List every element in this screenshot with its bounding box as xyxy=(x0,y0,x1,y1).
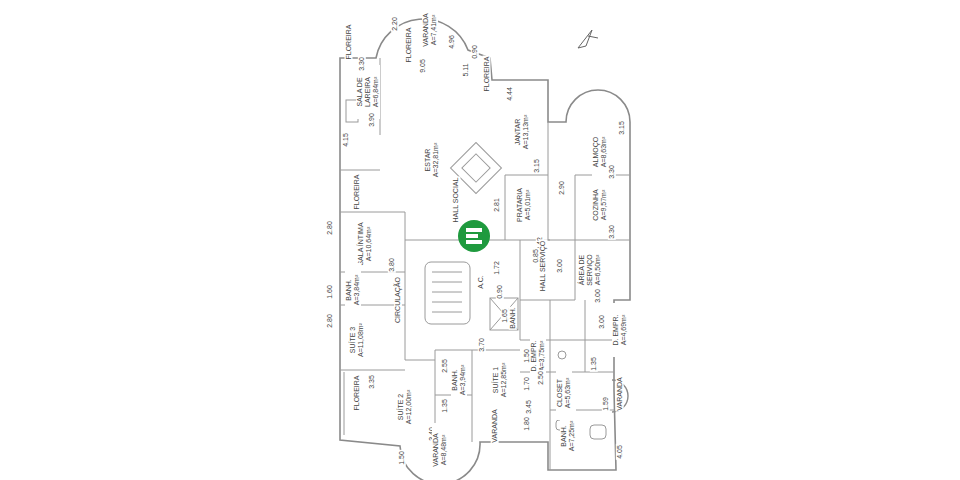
plan-label: 3.00 xyxy=(594,288,602,304)
inner-walls xyxy=(340,58,630,470)
plan-label: 3.35 xyxy=(368,374,376,390)
plan-label: BANH. A=3,94m² xyxy=(451,353,467,407)
plan-label: 1.59 xyxy=(602,396,610,412)
plan-label: FLOREIRA xyxy=(353,374,361,411)
stair-block xyxy=(425,262,470,324)
plan-label: D. EMPR. A=4,69m² xyxy=(612,303,628,357)
plan-label: 1.80 xyxy=(523,416,531,432)
plan-label: COZINHA A=9,57m² xyxy=(592,178,608,232)
plan-label: BANH. xyxy=(509,306,517,329)
north-arrow xyxy=(578,30,598,48)
plan-label: 0.90 xyxy=(471,44,479,60)
plan-label: VARANDA A=8,48m² xyxy=(432,423,448,477)
plan-label: SALA DE LAREIRA A=6,84m² xyxy=(356,65,380,119)
plan-label: 2.20 xyxy=(391,16,399,32)
plan-label: 1.50 xyxy=(398,450,406,466)
plan-label: 2.50 xyxy=(537,370,545,386)
plan-label: CIRCULAÇÃO xyxy=(394,276,402,324)
plan-label: VARANDA A=7,41m² xyxy=(422,3,438,57)
plan-label: SUÍTE 2 A=12,00m² xyxy=(397,380,413,434)
plan-label: 4.96 xyxy=(448,34,456,50)
lift-box xyxy=(490,298,518,330)
plan-label: 9.05 xyxy=(419,58,427,74)
outer-walls xyxy=(340,19,630,480)
plan-label: FLOREIRA xyxy=(405,26,413,63)
plan-label: ALMOÇO A=8,63m² xyxy=(592,125,608,179)
plan-label: 1.72 xyxy=(493,260,501,276)
plan-label: 2.55 xyxy=(441,358,449,374)
plan-label: FLOREIRA xyxy=(483,55,491,92)
plan-label: 3.30 xyxy=(358,56,366,72)
plan-label: FLOREIRA xyxy=(345,23,353,60)
plan-label: JANTAR A=13,13m² xyxy=(514,105,530,159)
plan-label: 3.45 xyxy=(525,399,533,415)
plan-label: 0.90 xyxy=(496,284,504,300)
plan-label: 3.80 xyxy=(388,257,396,273)
plan-label: 3.30 xyxy=(608,164,616,180)
plan-label: FLOREIRA xyxy=(353,173,361,210)
plan-label: BANH. A=7,25m² xyxy=(560,409,576,463)
plan-label: 1.35 xyxy=(590,356,598,372)
plan-label: 4.05 xyxy=(616,444,624,460)
outer-wall xyxy=(340,19,630,480)
plan-label: 3.90 xyxy=(368,112,376,128)
plan-label: 3.15 xyxy=(618,120,626,136)
plan-label: 4.44 xyxy=(506,86,514,102)
plan-label: 1.35 xyxy=(441,398,449,414)
plan-label: PRATARIA A=5,01m² xyxy=(516,178,532,232)
plan-label: 3.70 xyxy=(478,337,486,353)
plan-label: 3.00 xyxy=(598,314,606,330)
plan-label: 2.90 xyxy=(558,180,566,196)
plan-label: 4.15 xyxy=(342,132,350,148)
plan-label: SUÍTE 1 A=12,85m² xyxy=(492,353,508,407)
plan-label: 1.70 xyxy=(523,376,531,392)
plan-label: HALL SOCIAL xyxy=(452,177,460,224)
plan-label: SUÍTE 3 A=11,08m² xyxy=(349,313,365,367)
plan-label: 2.80 xyxy=(326,313,334,329)
plan-label: 3.15 xyxy=(533,158,541,174)
plan-label: A.C. xyxy=(477,274,485,290)
plan-label: 3.00 xyxy=(556,258,564,274)
plan-label: 2.81 xyxy=(493,197,501,213)
plan-label: ESTAR A=32,81m² xyxy=(424,133,440,187)
core-blocks xyxy=(346,100,606,439)
plan-label: 1.60 xyxy=(326,284,334,300)
plan-label: 2.80 xyxy=(326,220,334,236)
plan-label: VARANDA xyxy=(491,408,499,443)
plan-label: 5.11 xyxy=(462,62,470,77)
plan-label: VARANDA xyxy=(616,376,624,411)
plan-label: BANH. A=3,84m² xyxy=(345,263,361,317)
logo-watermark xyxy=(458,220,490,252)
plan-label: 3.30 xyxy=(608,224,616,240)
plan-label: HALL SERVIÇO xyxy=(539,240,547,293)
